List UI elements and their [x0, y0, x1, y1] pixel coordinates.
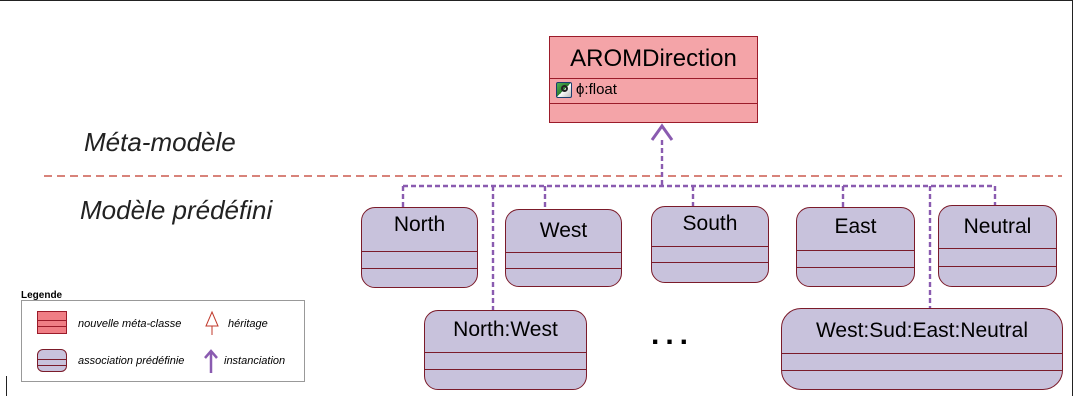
instance-name: South — [682, 212, 738, 235]
legend-predefined-association: association prédéfinie — [78, 355, 185, 367]
instance-name: North:West — [453, 318, 558, 341]
instance-name: East — [834, 215, 877, 238]
ellipsis: ... — [651, 318, 695, 351]
new-meta-class-swatch — [37, 311, 67, 334]
instance-east[interactable]: East — [796, 207, 915, 287]
meta-class-divider — [550, 78, 757, 79]
meta-class-aromdirection[interactable]: AROMDirection ϕ:float — [549, 36, 758, 123]
meta-class-name: AROMDirection — [570, 45, 737, 72]
attribute-icon — [556, 81, 572, 98]
legend-instantiation: instanciation — [224, 355, 286, 367]
instance-name: North — [393, 213, 446, 236]
legend-new-meta-class: nouvelle méta-classe — [78, 318, 182, 330]
instance-west[interactable]: West — [505, 209, 622, 287]
instance-west-sud-east-neutral[interactable]: West:Sud:East:Neutral — [781, 308, 1063, 390]
meta-class-divider — [550, 103, 757, 104]
attribute-symbol: ϕ — [576, 81, 585, 98]
legend-title: Legende — [21, 290, 63, 301]
instance-name: Neutral — [963, 215, 1032, 238]
instance-south[interactable]: South — [651, 206, 769, 283]
attribute-type: :float — [584, 81, 617, 98]
meta-class-attribute: ϕ:float — [556, 81, 617, 98]
meta-model-label: Méta-modèle — [84, 127, 236, 157]
instance-name: West — [539, 219, 588, 242]
instantiation-arrow-icon — [204, 349, 218, 373]
legend-inheritance: héritage — [228, 318, 268, 330]
inheritance-arrow-icon — [205, 310, 219, 335]
instance-name: West:Sud:East:Neutral — [815, 319, 1029, 342]
instantiation-arrowhead — [650, 123, 674, 141]
instance-north-west[interactable]: North:West — [424, 310, 587, 390]
instance-neutral[interactable]: Neutral — [938, 205, 1057, 287]
instance-north[interactable]: North — [361, 207, 478, 288]
instantiation-lines — [401, 140, 997, 310]
legend: nouvelle méta-classe héritage associatio… — [21, 300, 305, 382]
predefined-association-swatch — [37, 349, 67, 372]
predefined-model-label: Modèle prédéfini — [80, 195, 273, 225]
